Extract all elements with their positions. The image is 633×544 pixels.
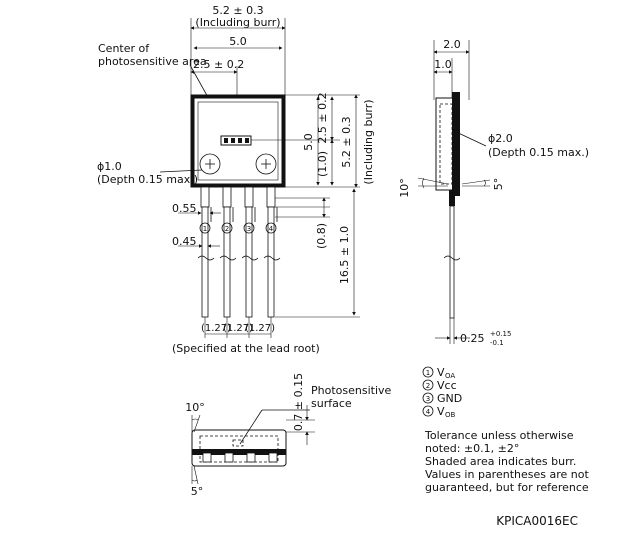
- v-center: 2.5 ± 0.2: [316, 92, 329, 143]
- right-hole: [255, 153, 277, 175]
- legend-pin-3-number: 3: [426, 395, 430, 403]
- center-offset: 2.5 ± 0.2: [193, 58, 244, 71]
- v-with-burr: 5.2 ± 0.3: [340, 116, 353, 167]
- notes: Tolerance unless otherwise noted: ±0.1, …: [424, 429, 589, 494]
- side-burr: [452, 92, 460, 196]
- side-angle-right: 5°: [492, 178, 505, 191]
- pitch-1: (1.27): [201, 323, 231, 334]
- side-angle-left: 10°: [398, 178, 411, 198]
- note-line-3: Shaded area indicates burr.: [425, 455, 576, 468]
- side-half-thickness: 1.0: [434, 58, 452, 71]
- legend-pin-4-name: V: [437, 405, 445, 418]
- lead-width: 0.55: [172, 202, 197, 215]
- surface-height: 0.7 ± 0.15: [292, 373, 305, 431]
- pin-3-number: 3: [247, 225, 251, 233]
- pin-2-number: 2: [225, 225, 229, 233]
- side-lead-tol-plus: +0.15: [490, 330, 511, 338]
- pin-legend: 1 V OA 2 Vcc 3 GND 4 V OB: [422, 366, 462, 419]
- side-lead-base: 0.25: [460, 332, 485, 345]
- legend-pin-1-name: V: [437, 366, 445, 379]
- side-thickness: 2.0: [443, 38, 461, 51]
- pitch-2: (1.27): [223, 323, 253, 334]
- note-line-2: noted: ±0.1, ±2°: [425, 442, 519, 455]
- hole-dia: ϕ1.0: [97, 160, 122, 173]
- center-label-1: Center of: [98, 42, 150, 55]
- width-with-burr: 5.2 ± 0.3: [212, 4, 263, 17]
- surface-label-1: Photosensitive: [311, 384, 392, 397]
- legend-pin-4-number: 4: [426, 408, 431, 416]
- legend-pin-1-sub: OA: [445, 372, 455, 380]
- side-view: 2.0 1.0 0.25 +0.15 -0.1 ϕ2.0 (Depth 0.15…: [398, 38, 589, 347]
- hole-depth: (Depth 0.15 max.): [97, 173, 198, 186]
- height: 5.0: [302, 133, 315, 151]
- legend-pin-2-name: Vcc: [437, 379, 457, 392]
- legend-pin-2-number: 2: [426, 382, 430, 390]
- side-lead-tol-minus: -0.1: [490, 339, 504, 347]
- legend-pin-3-name: GND: [437, 392, 462, 405]
- bottom-angle-top: 10°: [185, 401, 205, 414]
- v-gap: (0.8): [315, 223, 328, 249]
- side-hole-depth: (Depth 0.15 max.): [488, 146, 589, 159]
- v-including-burr: (Including burr): [362, 99, 375, 184]
- pin-1-number: 1: [203, 225, 207, 233]
- pitch-3: (1.27): [245, 323, 275, 334]
- including-burr-label: (Including burr): [195, 16, 280, 29]
- note-line-1: Tolerance unless otherwise: [424, 429, 574, 442]
- center-label-2: photosensitive area: [98, 55, 207, 68]
- side-hole-dia: ϕ2.0: [488, 132, 513, 145]
- photosensitive-area: [220, 135, 252, 146]
- note-line-5: guaranteed, but for reference: [425, 481, 589, 494]
- bottom-body: [191, 429, 287, 467]
- bottom-view: 0.7 ± 0.15 Photosensitive surface 10° 5°: [185, 373, 391, 498]
- lead-length: 16.5 ± 1.0: [338, 226, 351, 284]
- legend-pin-1-number: 1: [426, 369, 430, 377]
- pin-4-number: 4: [269, 225, 274, 233]
- pitch-note: (Specified at the lead root): [172, 342, 320, 355]
- lead-thickness: 0.45: [172, 235, 197, 248]
- surface-label-2: surface: [311, 397, 352, 410]
- drawing-code: KPICA0016EC: [496, 514, 578, 528]
- note-line-4: Values in parentheses are not: [425, 468, 589, 481]
- leads: [200, 186, 278, 318]
- legend-pin-4-sub: OB: [445, 411, 456, 419]
- left-hole: [199, 153, 221, 175]
- body-width: 5.0: [229, 35, 247, 48]
- pin-numbers: 1 2 3 4: [199, 222, 277, 234]
- bottom-angle-bottom: 5°: [191, 485, 204, 498]
- v-offset: (1.0): [316, 151, 329, 177]
- front-view: 5.2 ± 0.3 (Including burr) 5.0 Center of…: [97, 4, 375, 355]
